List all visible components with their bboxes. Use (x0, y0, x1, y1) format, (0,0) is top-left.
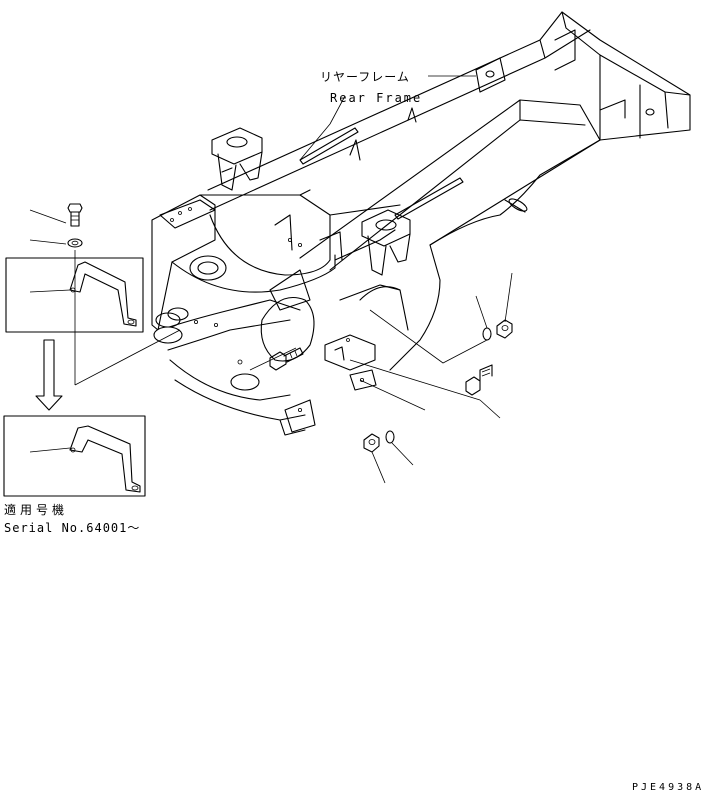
bolt-top-left (67, 203, 83, 227)
front-hitch (151, 189, 409, 436)
serial-label-en: Serial No.64001～ (4, 521, 141, 535)
bolt-center (269, 347, 304, 371)
washer-top-left (67, 238, 83, 248)
leader-lines (29, 75, 513, 484)
rear-frame (207, 11, 691, 371)
washer-bottom (385, 430, 395, 444)
nut-right (496, 319, 513, 339)
mount-pad-right (361, 209, 411, 276)
detail-box-current (5, 257, 144, 333)
drawing-code: PJE4938A (632, 782, 705, 793)
rear-frame-label-en: Rear Frame (330, 91, 423, 105)
down-arrow (35, 339, 63, 411)
bolt-right (465, 364, 493, 396)
detail-box-serial (3, 415, 146, 497)
nut-bottom (363, 433, 380, 453)
mount-pad-left (211, 127, 263, 191)
serial-label-jp: 適用号機 (4, 503, 69, 517)
rear-frame-label-jp: リヤーフレーム (320, 70, 410, 84)
washer-right (482, 327, 492, 341)
mount-bracket (324, 334, 377, 391)
